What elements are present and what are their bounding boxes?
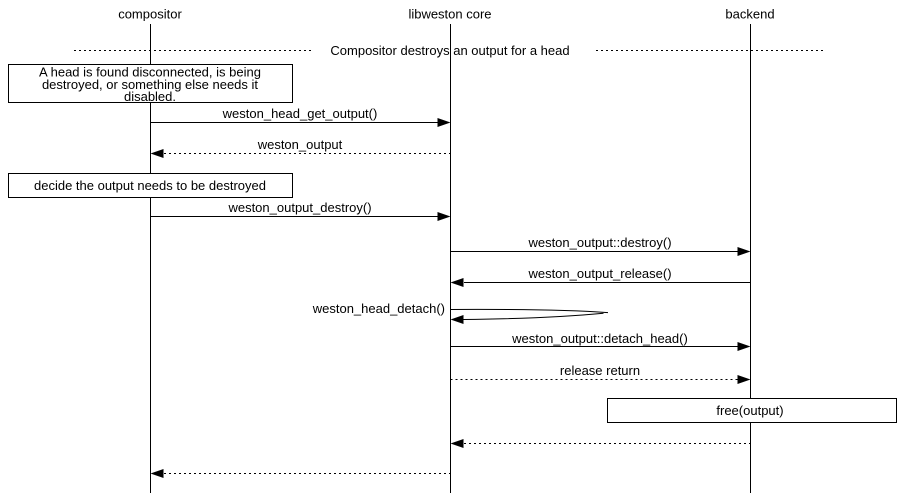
note-head-disconnected-line2: destroyed, or something else needs it (42, 77, 258, 92)
output-destroy-arrowhead (437, 212, 451, 221)
lines-group (74, 50, 825, 474)
labels-group: compositor libweston core backend Compos… (34, 7, 784, 419)
message-label-output-destroy-vfunc: weston_output::destroy() (527, 235, 671, 250)
note-boxes-group (8, 64, 897, 423)
actor-label-compositor: compositor (118, 7, 182, 22)
message-label-output-destroy: weston_output_destroy() (227, 200, 371, 215)
arrowheads-group (150, 118, 751, 478)
note-decide-destroy-box (8, 173, 293, 198)
note-free-output-label: free(output) (716, 403, 783, 418)
actor-label-libweston: libweston core (408, 7, 491, 22)
note-head-disconnected-line3: disabled. (124, 89, 176, 104)
output-destroy-vfunc-arrowhead (737, 247, 751, 256)
output-release-arrowhead (450, 278, 464, 287)
message-label-output-release: weston_output_release() (527, 266, 671, 281)
message-label-head-detach: weston_head_detach() (312, 301, 445, 316)
head-detach-self-arrowhead (450, 315, 464, 324)
detach-head-vfunc-arrowhead (737, 342, 751, 351)
actor-label-backend: backend (725, 7, 774, 22)
message-label-weston-output-return: weston_output (257, 137, 343, 152)
self-message-loop-bottom (463, 312, 604, 320)
note-free-output-box (607, 398, 897, 423)
message-label-release-return: release return (560, 363, 640, 378)
note-head-disconnected-line1: A head is found disconnected, is being (39, 65, 261, 80)
return-to-compositor-arrowhead (150, 469, 164, 478)
note-decide-destroy-label: decide the output needs to be destroyed (34, 178, 266, 193)
return-to-libweston-arrowhead (450, 439, 464, 448)
release-return-arrowhead (737, 375, 751, 384)
divider-label: Compositor destroys an output for a head (330, 43, 569, 58)
self-message-loop-top (450, 308, 609, 314)
message-label-head-get-output: weston_head_get_output() (222, 106, 378, 121)
note-head-disconnected-box (8, 64, 293, 103)
weston-output-return-arrowhead (150, 149, 164, 158)
head-get-output-arrowhead (437, 118, 451, 127)
message-label-detach-head-vfunc: weston_output::detach_head() (511, 331, 688, 346)
